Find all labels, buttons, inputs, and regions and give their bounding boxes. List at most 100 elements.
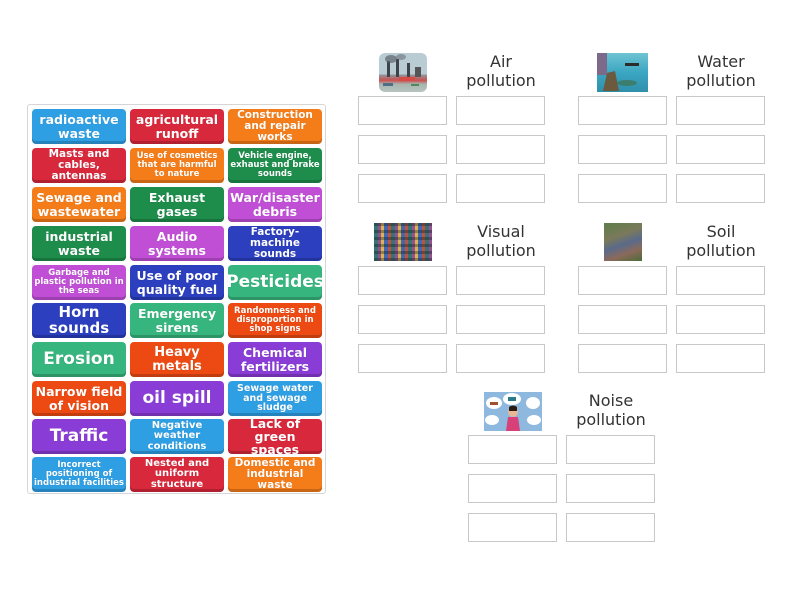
tile-label: Incorrect positioning of industrial faci… <box>34 460 124 488</box>
drop-slot-air[interactable] <box>358 135 447 164</box>
category-title-noise: Noise pollution <box>576 391 646 429</box>
tile-label: Chemical fertilizers <box>240 345 310 374</box>
polluted-water-image <box>597 53 648 92</box>
factory-smokestacks-image <box>379 53 427 92</box>
draggable-tile[interactable]: Use of poor quality fuel <box>130 265 224 300</box>
tile-label: Randomness and disproportion in shop sig… <box>234 306 316 334</box>
draggable-tile[interactable]: Audio systems <box>130 226 224 261</box>
tile-label: Emergency sirens <box>137 306 217 335</box>
draggable-tile[interactable]: Incorrect positioning of industrial faci… <box>32 457 126 492</box>
draggable-tile[interactable]: War/disaster debris <box>228 187 322 222</box>
tile-label: Exhaust gases <box>148 190 206 219</box>
draggable-tile[interactable]: Garbage and plastic pollution in the sea… <box>32 265 126 300</box>
drop-slot-noise[interactable] <box>468 513 557 542</box>
drop-slot-soil[interactable] <box>676 266 765 295</box>
tile-label: Horn sounds <box>48 302 110 337</box>
tile-label: Construction and repair works <box>237 108 313 143</box>
tile-label: Pesticides <box>226 271 324 292</box>
drop-slot-air[interactable] <box>358 96 447 125</box>
draggable-tile[interactable]: Horn sounds <box>32 303 126 338</box>
draggable-tile[interactable]: Pesticides <box>226 265 324 300</box>
draggable-tile[interactable]: Use of cosmetics that are harmful to nat… <box>130 148 224 183</box>
draggable-tile[interactable]: Emergency sirens <box>130 303 224 338</box>
drop-slot-noise[interactable] <box>468 474 557 503</box>
polluted-soil-image <box>604 223 642 261</box>
tile-label: Vehicle engine, exhaust and brake sounds <box>230 151 320 179</box>
drop-slot-water[interactable] <box>676 135 765 164</box>
tile-label: Lack of green spaces <box>249 415 301 458</box>
draggable-tile[interactable]: Erosion <box>32 342 126 377</box>
draggable-tile[interactable]: Exhaust gases <box>130 187 224 222</box>
drop-slot-air[interactable] <box>456 174 545 203</box>
tile-label: War/disaster debris <box>230 190 320 219</box>
category-title-soil: Soil pollution <box>686 222 756 260</box>
drop-slot-visual[interactable] <box>358 305 447 334</box>
drop-slot-visual[interactable] <box>456 266 545 295</box>
draggable-tile[interactable]: Lack of green spaces <box>228 415 322 458</box>
drop-slot-noise[interactable] <box>566 474 655 503</box>
draggable-tile[interactable]: Traffic <box>32 419 126 454</box>
drop-slot-soil[interactable] <box>676 305 765 334</box>
tile-label: Masts and cables, antennas <box>48 147 110 182</box>
category-title-visual: Visual pollution <box>466 222 536 260</box>
draggable-tile[interactable]: Factory-machine sounds <box>228 226 322 261</box>
tile-bank: radioactive waste agricultural runoff Cons… <box>27 104 326 494</box>
noise-person-image <box>484 392 542 431</box>
draggable-tile[interactable]: radioactive waste <box>32 109 126 144</box>
drop-slot-noise[interactable] <box>566 435 655 464</box>
drop-slot-visual[interactable] <box>358 266 447 295</box>
tile-label: Nested and uniform structure <box>144 457 210 490</box>
draggable-tile[interactable]: Construction and repair works <box>228 109 322 144</box>
draggable-tile[interactable]: Domestic and industrial waste <box>228 457 322 492</box>
draggable-tile[interactable]: Nested and uniform structure <box>130 457 224 492</box>
tile-label: Negative weather conditions <box>147 419 207 452</box>
drop-slot-soil[interactable] <box>676 344 765 373</box>
tile-label: Use of poor quality fuel <box>136 268 218 297</box>
drop-slot-soil[interactable] <box>578 305 667 334</box>
drop-slot-water[interactable] <box>676 96 765 125</box>
tile-label: Sewage water and sewage sludge <box>237 382 313 414</box>
drop-slot-soil[interactable] <box>578 344 667 373</box>
draggable-tile[interactable]: industrial waste <box>32 226 126 261</box>
draggable-tile[interactable]: Heavy metals <box>130 342 224 377</box>
draggable-tile[interactable]: Sewage water and sewage sludge <box>228 381 322 416</box>
tile-label: oil spill <box>142 387 212 408</box>
drop-slot-water[interactable] <box>578 174 667 203</box>
tile-label: radioactive waste <box>39 112 119 141</box>
drop-slot-air[interactable] <box>456 135 545 164</box>
tile-label: industrial waste <box>45 229 113 258</box>
tile-label: Garbage and plastic pollution in the sea… <box>34 268 124 296</box>
tile-label: Sewage and wastewater <box>36 190 122 219</box>
tile-label: Narrow field of vision <box>35 384 123 413</box>
draggable-tile[interactable]: Sewage and wastewater <box>32 187 126 222</box>
tile-label: Heavy metals <box>152 344 202 374</box>
drop-slot-noise[interactable] <box>468 435 557 464</box>
draggable-tile[interactable]: Narrow field of vision <box>32 381 126 416</box>
billboards-city-image <box>374 223 432 261</box>
drop-slot-water[interactable] <box>578 135 667 164</box>
draggable-tile[interactable]: Randomness and disproportion in shop sig… <box>228 303 322 338</box>
draggable-tile[interactable]: agricultural runoff <box>130 109 224 144</box>
tile-label: Domestic and industrial waste <box>234 456 316 491</box>
tile-label: agricultural runoff <box>135 112 219 141</box>
drop-slot-soil[interactable] <box>578 266 667 295</box>
category-title-water: Water pollution <box>686 52 756 90</box>
drop-slot-visual[interactable] <box>456 305 545 334</box>
draggable-tile[interactable]: oil spill <box>130 381 224 416</box>
drop-slot-visual[interactable] <box>358 344 447 373</box>
drop-slot-air[interactable] <box>358 174 447 203</box>
drop-slot-water[interactable] <box>578 96 667 125</box>
drop-slot-noise[interactable] <box>566 513 655 542</box>
draggable-tile[interactable]: Chemical fertilizers <box>228 342 322 377</box>
tile-label: Use of cosmetics that are harmful to nat… <box>136 151 218 179</box>
draggable-tile[interactable]: Negative weather conditions <box>130 419 224 454</box>
draggable-tile[interactable]: Masts and cables, antennas <box>32 148 126 183</box>
tile-label: Traffic <box>49 425 109 446</box>
draggable-tile[interactable]: Vehicle engine, exhaust and brake sounds <box>228 148 322 183</box>
tile-label: Audio systems <box>148 229 206 258</box>
drop-slot-water[interactable] <box>676 174 765 203</box>
tile-label: Factory-machine sounds <box>250 225 300 260</box>
drop-slot-visual[interactable] <box>456 344 545 373</box>
category-title-air: Air pollution <box>466 52 536 90</box>
drop-slot-air[interactable] <box>456 96 545 125</box>
